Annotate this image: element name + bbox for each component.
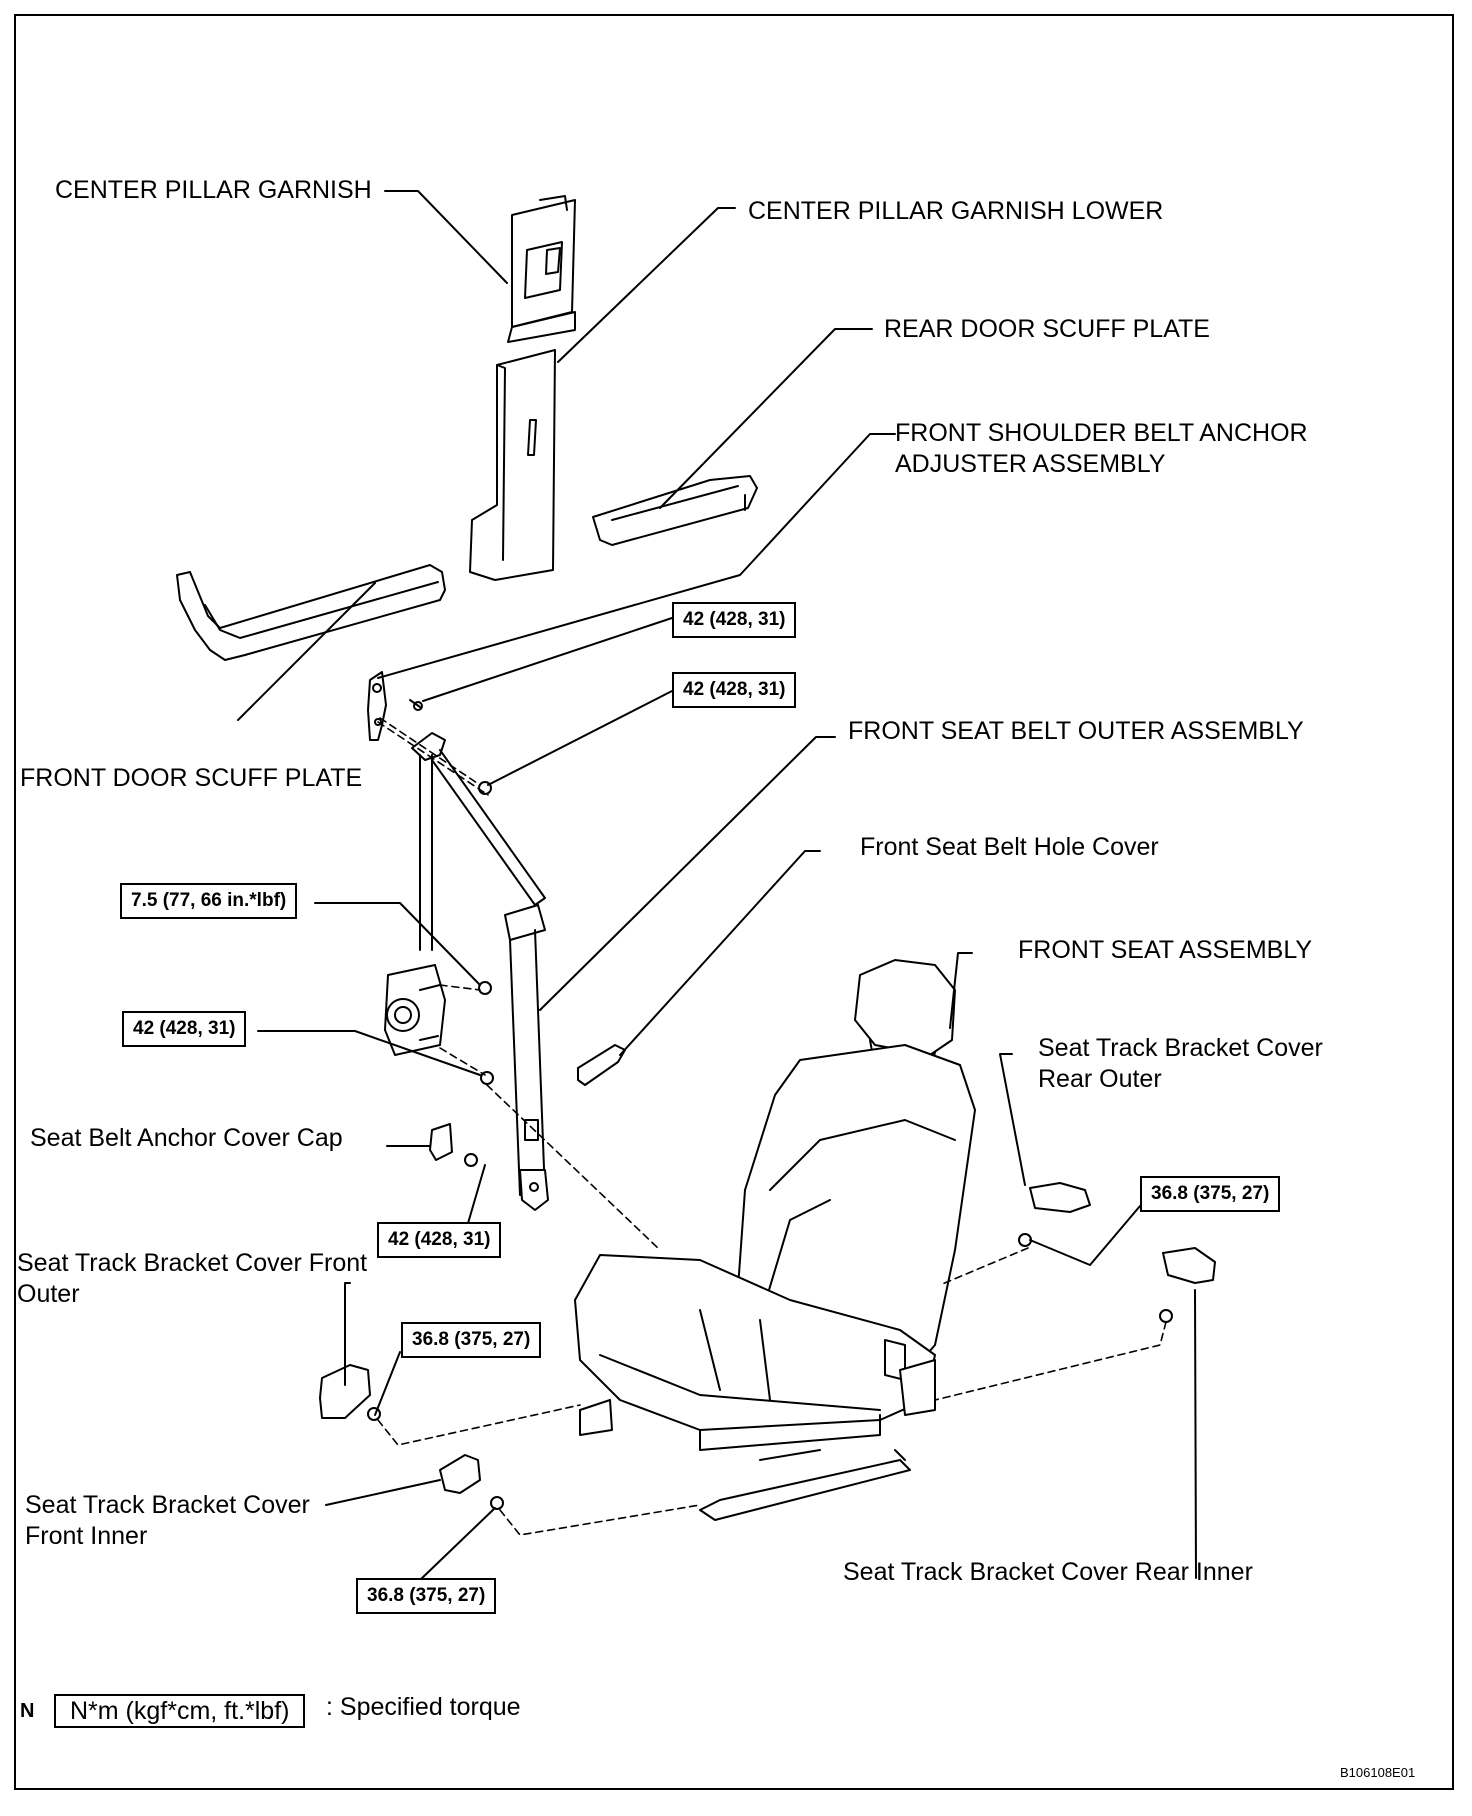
stbc-rear-outer-part: [1029, 1182, 1091, 1213]
torque-seat-front-outer: 36.8 (375, 27): [401, 1322, 542, 1358]
legend-unit-box: N*m (kgf*cm, ft.*lbf): [54, 1694, 306, 1728]
label-rear-door-scuff-plate: REAR DOOR SCUFF PLATE: [884, 315, 1210, 343]
label-stbc-front-outer-line2: Outer: [17, 1280, 80, 1308]
torque-seat-front-inner: 36.8 (375, 27): [356, 1578, 497, 1614]
label-stbc-front-inner-line1: Seat Track Bracket Cover: [25, 1491, 310, 1519]
legend-letter: N: [20, 1700, 35, 1722]
front-seat-assembly-part: [574, 959, 976, 1521]
front-seat-belt-outer-part: [384, 732, 549, 1211]
label-stbc-front-inner-line2: Front Inner: [25, 1522, 148, 1550]
label-stbc-rear-inner: Seat Track Bracket Cover Rear Inner: [843, 1558, 1253, 1586]
torque-shoulder-anchor-upper: 42 (428, 31): [672, 602, 797, 638]
legend-text: : Specified torque: [326, 1693, 521, 1721]
label-front-seat-assembly: FRONT SEAT ASSEMBLY: [1018, 936, 1313, 964]
label-center-pillar-garnish-lower: CENTER PILLAR GARNISH LOWER: [748, 197, 1164, 225]
center-pillar-garnish-part: [507, 195, 576, 343]
stbc-front-inner-part: [439, 1454, 481, 1494]
label-front-seat-belt-hole-cover: Front Seat Belt Hole Cover: [860, 833, 1159, 861]
seat-belt-anchor-cover-cap-part: [429, 1123, 453, 1161]
torque-floor-anchor: 42 (428, 31): [377, 1222, 502, 1258]
front-seat-belt-hole-cover-part: [577, 1044, 626, 1086]
stbc-rear-inner-part: [1162, 1247, 1216, 1284]
torque-retractor-lower: 42 (428, 31): [122, 1011, 247, 1047]
torque-shoulder-anchor-nut: 42 (428, 31): [672, 672, 797, 708]
front-door-scuff-plate-part: [176, 564, 446, 661]
label-front-shoulder-belt-anchor-line1: FRONT SHOULDER BELT ANCHOR: [895, 419, 1308, 447]
shoulder-belt-anchor-adjuster-part: [367, 671, 423, 741]
label-front-shoulder-belt-anchor-line2: ADJUSTER ASSEMBLY: [895, 450, 1166, 478]
label-stbc-rear-outer-line2: Rear Outer: [1038, 1065, 1162, 1093]
center-pillar-garnish-lower-part: [469, 349, 556, 581]
leader-lines: [237, 190, 1197, 1581]
label-seat-belt-anchor-cover-cap: Seat Belt Anchor Cover Cap: [30, 1124, 343, 1152]
label-stbc-rear-outer-line1: Seat Track Bracket Cover: [1038, 1034, 1323, 1062]
rear-door-scuff-plate-part: [592, 475, 758, 546]
figure-code: B106108E01: [1340, 1765, 1416, 1780]
torque-seat-rear: 36.8 (375, 27): [1140, 1176, 1281, 1212]
torque-retractor-upper: 7.5 (77, 66 in.*lbf): [120, 883, 298, 919]
label-stbc-front-outer-line1: Seat Track Bracket Cover Front: [17, 1249, 368, 1277]
label-center-pillar-garnish: CENTER PILLAR GARNISH: [55, 176, 372, 204]
stbc-front-outer-part: [319, 1364, 371, 1419]
label-front-seat-belt-outer: FRONT SEAT BELT OUTER ASSEMBLY: [848, 717, 1304, 745]
dashed-assembly-lines: [377, 717, 1167, 1536]
diagram-frame: [14, 14, 1454, 1790]
label-front-door-scuff-plate: FRONT DOOR SCUFF PLATE: [20, 764, 363, 792]
